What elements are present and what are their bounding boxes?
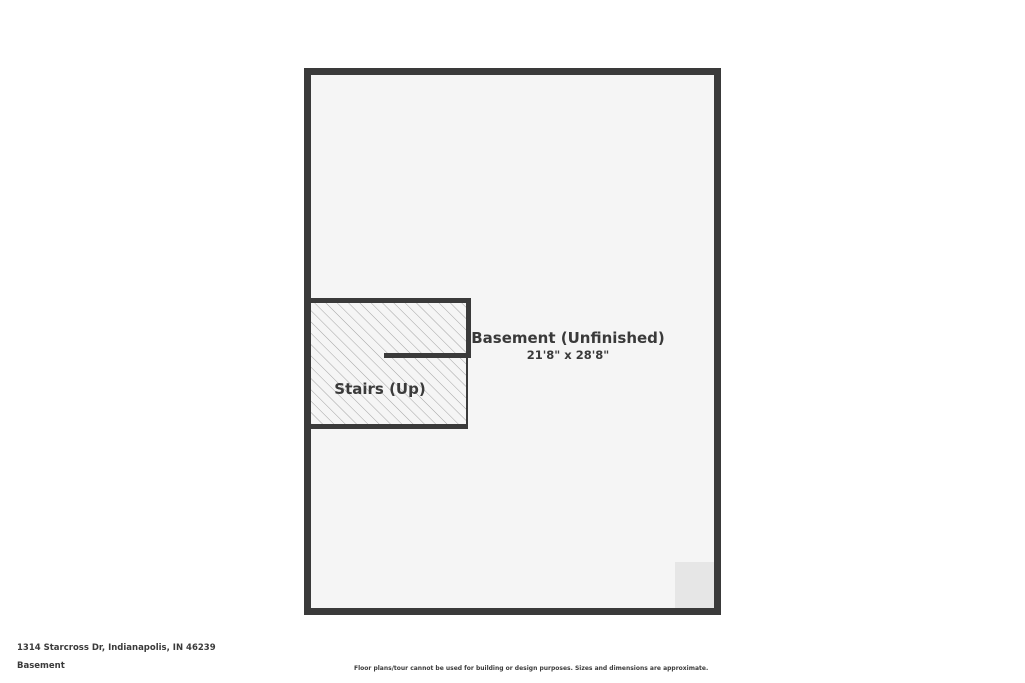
basement-room-name: Basement (Unfinished) xyxy=(471,329,665,347)
property-address: 1314 Starcross Dr, Indianapolis, IN 4623… xyxy=(17,643,216,653)
basement-room-dimensions: 21'8" x 28'8" xyxy=(527,348,609,362)
stairs-room-name: Stairs (Up) xyxy=(334,380,425,398)
disclaimer-text: Floor plans/tour cannot be used for buil… xyxy=(354,665,709,672)
stairs-hatch xyxy=(309,302,467,425)
corner-tile xyxy=(675,562,714,608)
floor-label: Basement xyxy=(17,661,65,671)
outer-wall xyxy=(304,68,721,615)
